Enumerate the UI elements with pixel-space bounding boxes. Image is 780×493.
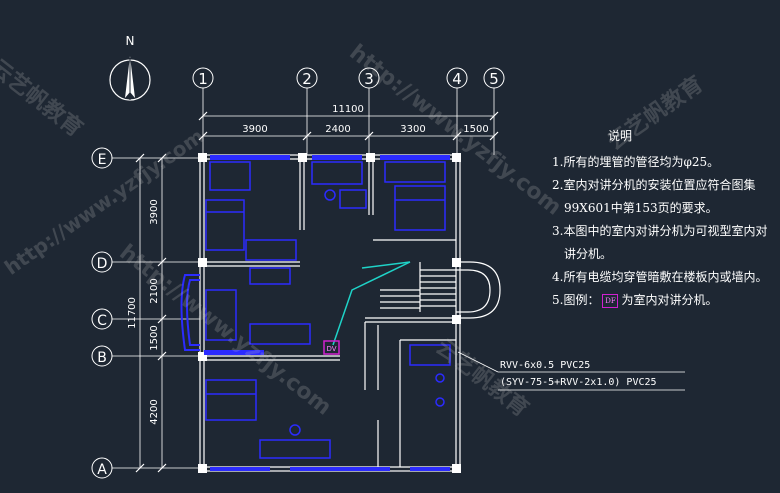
- notes-line-1: 1.所有的埋管的管径均为φ25。: [552, 155, 720, 169]
- axis-label-1: 1: [198, 70, 208, 88]
- axis-bubble-top-1: 1: [192, 67, 214, 155]
- axis-label-D: D: [97, 256, 108, 272]
- device-label: DV: [326, 345, 336, 353]
- axis-label-2: 2: [302, 70, 312, 88]
- notes-line-4: 3.本图中的室内对讲分机为可视型室内对: [552, 224, 768, 238]
- axis-label-B: B: [97, 350, 107, 366]
- axis-bubble-left-A: A: [91, 457, 200, 479]
- notes-title: 说明: [608, 129, 633, 143]
- dimension-top-segments: 3900 2400 3300 1500: [198, 124, 499, 141]
- dim-left-seg-3: 1500: [149, 325, 160, 350]
- stair-bay: [380, 261, 501, 319]
- axis-label-3: 3: [364, 70, 374, 88]
- cable-label-2: (SYV-75-5+RVV-2x1.0) PVC25: [500, 377, 657, 388]
- axis-bubble-left-C: C: [91, 308, 200, 330]
- structural-columns: [198, 153, 461, 473]
- intercom-cables: [332, 261, 411, 346]
- legend-suffix: 为室内对讲分机。: [621, 293, 718, 307]
- dim-left-seg-4: 4200: [149, 399, 160, 424]
- window-strips: [204, 155, 450, 471]
- notes-line-3: 99X601中第153页的要求。: [564, 201, 718, 215]
- notes-line-2: 2.室内对讲分机的安装位置应符合图集: [552, 178, 756, 192]
- notes-line-6: 4.所有电缆均穿管暗敷在楼板内或墙内。: [552, 270, 768, 284]
- axis-bubble-top-2: 2: [296, 67, 318, 155]
- legend-device-icon: DF: [602, 293, 619, 308]
- cable-annotation: RVV-6x0.5 PVC25 (SYV-75-5+RVV-2x1.0) PVC…: [457, 351, 685, 391]
- dim-top-seg-4: 1500: [463, 124, 488, 135]
- cable-label-1: RVV-6x0.5 PVC25: [500, 360, 590, 371]
- axis-label-C: C: [97, 313, 107, 329]
- dim-left-seg-2: 2100: [149, 278, 160, 303]
- axis-bubble-left-E: E: [91, 147, 200, 169]
- dim-left-total-label: 11700: [127, 297, 138, 329]
- north-arrow-icon: [109, 56, 151, 101]
- north-label: N: [126, 34, 135, 48]
- legend-prefix: 5.图例：: [552, 293, 600, 307]
- axis-bubble-left-D: D: [91, 251, 200, 273]
- dimension-left-total: 11700: [127, 153, 145, 473]
- axis-bubble-top-5: 5: [483, 67, 505, 155]
- axis-label-4: 4: [452, 70, 462, 88]
- axis-bubble-top-3: 3: [358, 67, 380, 155]
- axis-bubble-left-B: B: [91, 345, 200, 367]
- left-bay-window: [180, 274, 200, 351]
- dimension-left-segments: 3900 2100 1500 4200: [149, 153, 167, 473]
- dim-left-seg-1: 3900: [149, 199, 160, 224]
- axis-label-A: A: [97, 462, 107, 478]
- axis-label-E: E: [98, 152, 107, 168]
- dim-top-seg-2: 2400: [325, 124, 350, 135]
- dim-top-total-label: 11100: [332, 104, 364, 115]
- furniture: [205, 161, 451, 459]
- notes-line-5: 讲分机。: [564, 247, 613, 261]
- dim-top-seg-3: 3300: [400, 124, 425, 135]
- building-walls: [199, 154, 461, 472]
- dimension-top-total: 11100: [198, 104, 499, 121]
- dim-top-seg-1: 3900: [242, 124, 267, 135]
- intercom-device-icon: DV: [323, 340, 340, 355]
- axis-label-5: 5: [489, 70, 499, 88]
- axis-bubble-top-4: 4: [446, 67, 468, 155]
